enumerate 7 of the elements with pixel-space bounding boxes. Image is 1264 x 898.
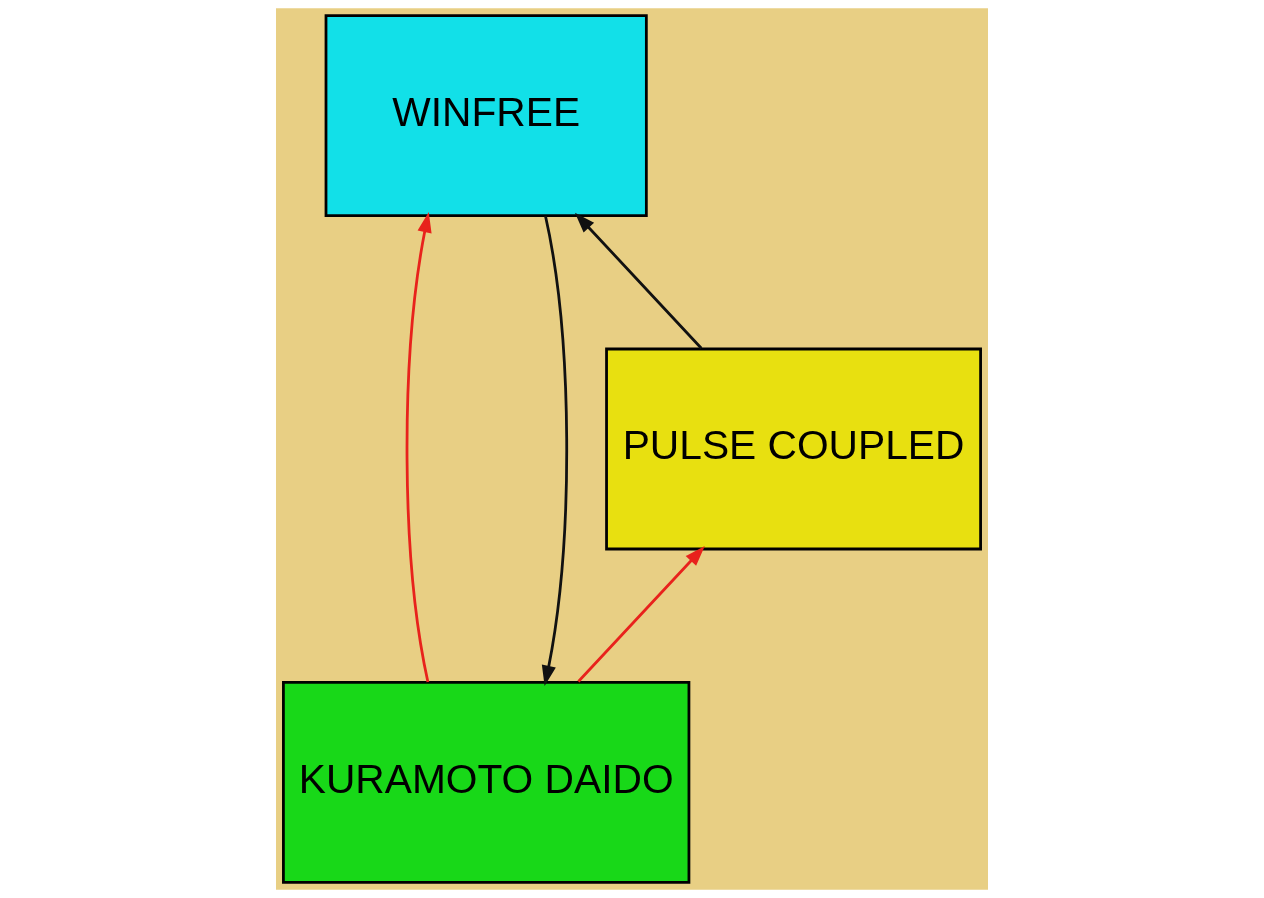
arrow [405,211,432,683]
node-box: KURAMOTO DAIDO [282,680,691,884]
node-box: WINFREE [324,14,648,218]
arrow [574,212,703,350]
node-box: PULSE COUPLED [605,347,982,551]
arrow [541,215,569,687]
arrow [577,546,705,683]
